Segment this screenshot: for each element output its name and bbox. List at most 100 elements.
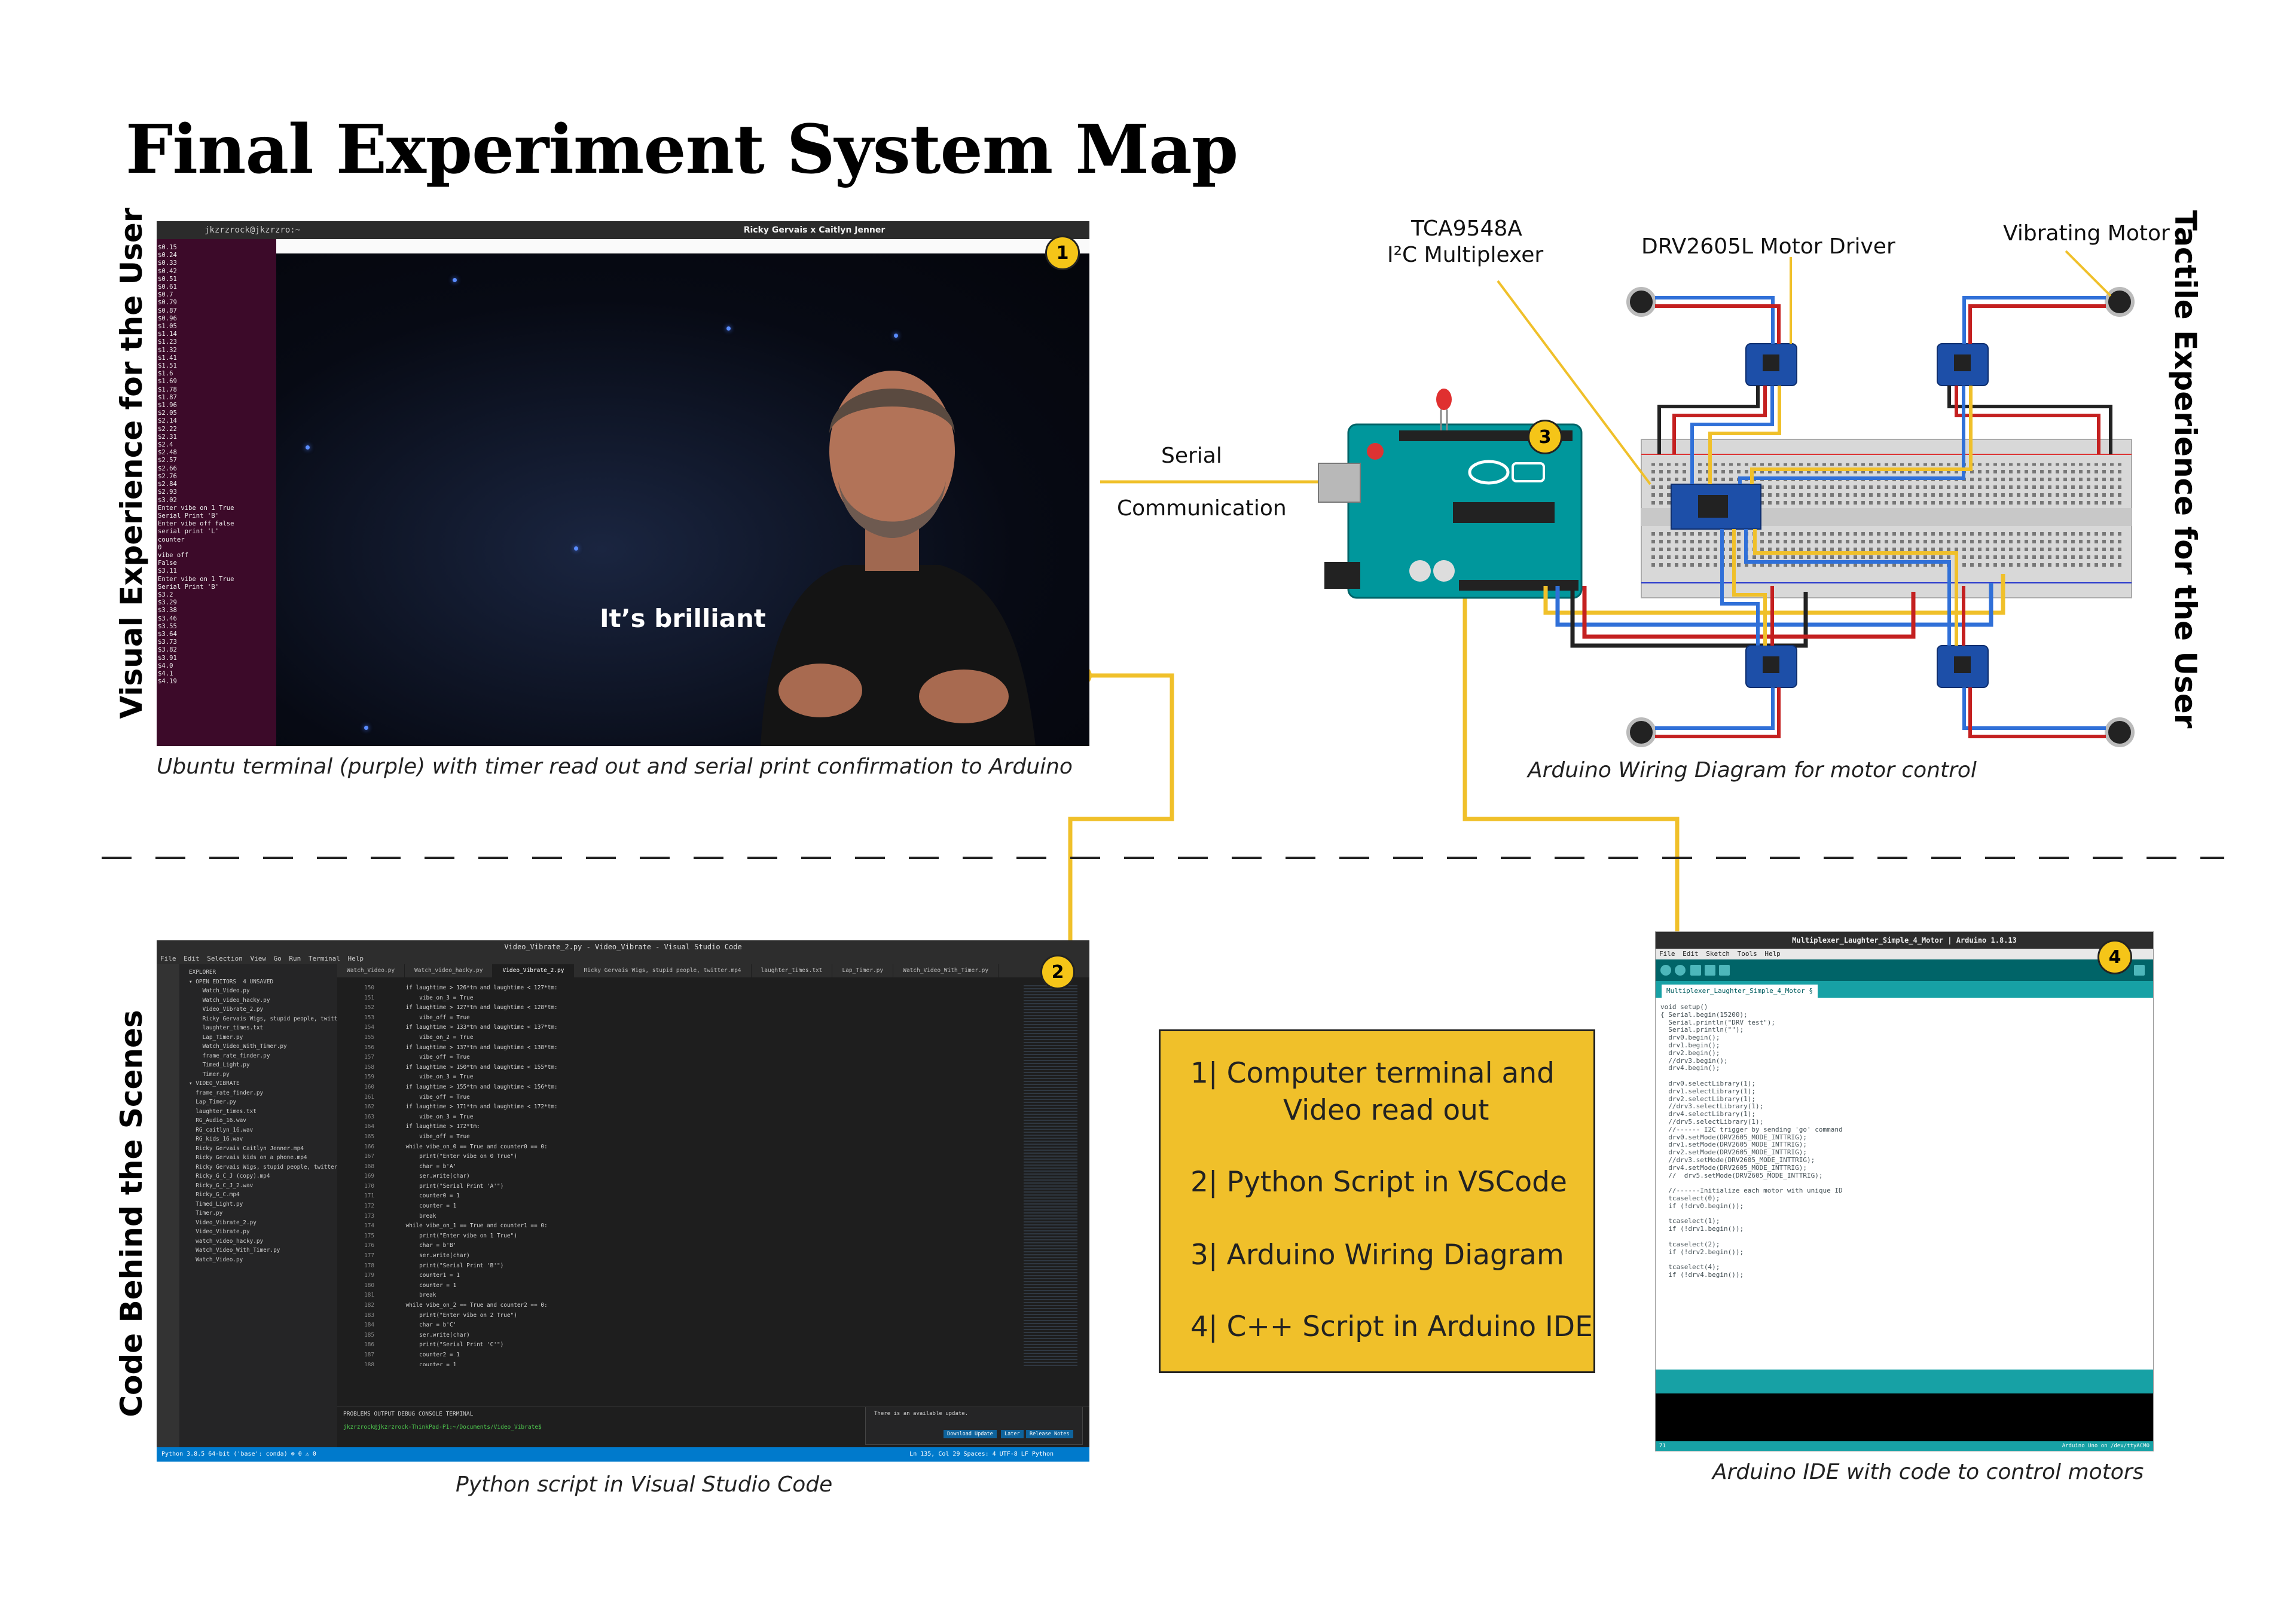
editor-tab[interactable]: Watch_video_hacky.py bbox=[405, 964, 493, 977]
line-number: 169 bbox=[364, 1173, 374, 1180]
code-text: vibe_on_3 = True bbox=[392, 1113, 474, 1120]
code-line[interactable]: 155 vibe_on_2 = True bbox=[337, 1033, 1049, 1043]
page-title: Final Experiment System Map bbox=[126, 111, 1238, 189]
code-line[interactable]: 154 if laughtime > 133*tm and laughtime … bbox=[337, 1023, 1049, 1033]
activity-bar[interactable] bbox=[157, 964, 179, 1447]
editor-tab[interactable]: Lap_Timer.py bbox=[832, 964, 894, 977]
code-line[interactable]: 175 print("Enter vibe on 1 True") bbox=[337, 1231, 1049, 1242]
sketch-tab[interactable]: Multiplexer_Laughter_Simple_4_Motor § bbox=[1662, 985, 1818, 998]
python-code[interactable]: 150 if laughtime > 126*tm and laughtime … bbox=[337, 983, 1049, 1366]
code-line[interactable]: 158 if laughtime > 150*tm and laughtime … bbox=[337, 1063, 1049, 1073]
comedian-figure bbox=[761, 371, 1036, 746]
code-line[interactable]: 156 if laughtime > 137*tm and laughtime … bbox=[337, 1043, 1049, 1053]
download-update-button[interactable]: Download Update bbox=[944, 1430, 997, 1438]
verify-icon[interactable] bbox=[1660, 965, 1671, 976]
code-line[interactable]: 184 char = b'C' bbox=[337, 1321, 1049, 1331]
panel-tabs[interactable]: PROBLEMS OUTPUT DEBUG CONSOLE TERMINAL bbox=[343, 1411, 474, 1417]
release-notes-button[interactable]: Release Notes bbox=[1026, 1430, 1073, 1438]
code-line[interactable]: 168 char = b'A' bbox=[337, 1162, 1049, 1172]
code-text: vibe_on_3 = True bbox=[392, 994, 474, 1001]
code-line[interactable]: 170 print("Serial Print 'A'") bbox=[337, 1182, 1049, 1192]
code-line[interactable]: 171 counter0 = 1 bbox=[337, 1191, 1049, 1202]
code-line[interactable]: 151 vibe_on_3 = True bbox=[337, 994, 1049, 1004]
code-line[interactable]: 150 if laughtime > 126*tm and laughtime … bbox=[337, 983, 1049, 994]
code-line[interactable]: 152 if laughtime > 127*tm and laughtime … bbox=[337, 1003, 1049, 1013]
code-line[interactable]: 187 counter2 = 1 bbox=[337, 1350, 1049, 1361]
code-line[interactable]: 160 if laughtime > 155*tm and laughtime … bbox=[337, 1083, 1049, 1093]
editor-tab[interactable]: Watch_Video_With_Timer.py bbox=[893, 964, 999, 977]
code-text: while vibe_on_1 == True and counter1 == … bbox=[392, 1222, 548, 1230]
save-icon[interactable] bbox=[1719, 965, 1730, 976]
upload-icon[interactable] bbox=[1675, 965, 1686, 976]
later-button[interactable]: Later bbox=[1001, 1430, 1024, 1438]
code-line[interactable]: 182 while vibe_on_2 == True and counter2… bbox=[337, 1301, 1049, 1311]
code-line[interactable]: 169 ser.write(char) bbox=[337, 1172, 1049, 1182]
code-line[interactable]: 164 if laughtime > 172*tm: bbox=[337, 1122, 1049, 1132]
minimap[interactable] bbox=[1024, 983, 1077, 1366]
code-line[interactable]: 162 if laughtime > 171*tm and laughtime … bbox=[337, 1102, 1049, 1112]
wiring-diagram bbox=[1318, 250, 2135, 747]
terminal-video-screenshot: jkzrzrock@jkzrzro:~ Ricky Gervais x Cait… bbox=[157, 221, 1089, 746]
code-line[interactable]: 188 counter = 1 bbox=[337, 1361, 1049, 1366]
code-line[interactable]: 183 print("Enter vibe on 2 True") bbox=[337, 1311, 1049, 1321]
code-text: while vibe_on_0 == True and counter0 == … bbox=[392, 1143, 548, 1150]
code-line[interactable]: 166 while vibe_on_0 == True and counter0… bbox=[337, 1142, 1049, 1153]
video-subtitle: It’s brilliant bbox=[600, 604, 766, 633]
status-right[interactable]: Ln 135, Col 29 Spaces: 4 UTF-8 LF Python bbox=[909, 1451, 1054, 1457]
code-line[interactable]: 153 vibe_off = True bbox=[337, 1013, 1049, 1023]
code-line[interactable]: 181 break bbox=[337, 1291, 1049, 1301]
code-line[interactable]: 172 counter = 1 bbox=[337, 1202, 1049, 1212]
code-line[interactable]: 159 vibe_on_3 = True bbox=[337, 1072, 1049, 1083]
line-number: 188 bbox=[364, 1361, 374, 1366]
stage-light bbox=[574, 546, 578, 551]
code-line[interactable]: 165 vibe_off = True bbox=[337, 1132, 1049, 1142]
serial-monitor-icon[interactable] bbox=[2134, 965, 2145, 976]
code-text: print("Enter vibe on 2 True") bbox=[392, 1312, 517, 1319]
arduino-line-number: 71 bbox=[1659, 1443, 1666, 1449]
code-line[interactable]: 176 char = b'B' bbox=[337, 1241, 1049, 1251]
editor-tab[interactable]: Watch_Video.py bbox=[337, 964, 405, 977]
arduino-code[interactable]: void setup() { Serial.begin(15200); Seri… bbox=[1660, 1003, 1843, 1279]
code-line[interactable]: 157 vibe_off = True bbox=[337, 1053, 1049, 1063]
open-icon[interactable] bbox=[1705, 965, 1715, 976]
explorer-panel[interactable]: EXPLORER ▾ OPEN EDITORS 4 UNSAVED Watch_… bbox=[179, 964, 337, 1447]
badge-2: 2 bbox=[1040, 955, 1075, 989]
line-number: 162 bbox=[364, 1104, 374, 1111]
code-line[interactable]: 180 counter = 1 bbox=[337, 1281, 1049, 1291]
line-number: 163 bbox=[364, 1113, 374, 1120]
code-text: print("Enter vibe on 1 True") bbox=[392, 1232, 517, 1239]
editor-tab[interactable]: Ricky Gervais Wigs, stupid people, twitt… bbox=[574, 964, 752, 977]
terminal-tab[interactable]: jkzrzrock@jkzrzro:~ bbox=[204, 225, 301, 235]
arduino-menu-bar[interactable]: File Edit Sketch Tools Help bbox=[1656, 949, 2153, 959]
code-line[interactable]: 185 ser.write(char) bbox=[337, 1331, 1049, 1341]
code-text: counter = 1 bbox=[392, 1361, 457, 1366]
line-number: 171 bbox=[364, 1193, 374, 1200]
code-line[interactable]: 161 vibe_off = True bbox=[337, 1093, 1049, 1103]
arduino-toolbar bbox=[1656, 959, 2153, 981]
code-line[interactable]: 173 break bbox=[337, 1212, 1049, 1222]
code-line[interactable]: 186 print("Serial Print 'C'") bbox=[337, 1340, 1049, 1350]
code-line[interactable]: 167 print("Enter vibe on 0 True") bbox=[337, 1152, 1049, 1162]
editor-tab[interactable]: laughter_times.txt bbox=[752, 964, 833, 977]
stage-light bbox=[726, 326, 731, 331]
code-text: print("Enter vibe on 0 True") bbox=[392, 1153, 517, 1160]
arduino-console bbox=[1656, 1393, 2153, 1441]
line-number: 187 bbox=[364, 1351, 374, 1358]
editor-tab[interactable]: Video_Vibrate_2.py bbox=[493, 964, 575, 977]
code-line[interactable]: 179 counter1 = 1 bbox=[337, 1271, 1049, 1281]
line-number: 181 bbox=[364, 1292, 374, 1299]
status-left[interactable]: Python 3.8.5 64-bit ('base': conda) ⊗ 0 … bbox=[161, 1451, 316, 1457]
line-number: 157 bbox=[364, 1054, 374, 1061]
line-number: 175 bbox=[364, 1232, 374, 1239]
new-icon[interactable] bbox=[1690, 965, 1701, 976]
code-line[interactable]: 177 ser.write(char) bbox=[337, 1251, 1049, 1261]
vscode-menu-bar[interactable]: File Edit Selection View Go Run Terminal… bbox=[157, 953, 1089, 964]
communication-label: Communication bbox=[1117, 496, 1287, 521]
line-number: 153 bbox=[364, 1014, 374, 1021]
code-line[interactable]: 163 vibe_on_3 = True bbox=[337, 1112, 1049, 1123]
terminal-output: $0.15 $0.24 $0.33 $0.42 $0.51 $0.61 $0.7… bbox=[157, 239, 276, 746]
code-line[interactable]: 174 while vibe_on_1 == True and counter1… bbox=[337, 1221, 1049, 1231]
line-number: 174 bbox=[364, 1222, 374, 1230]
code-line[interactable]: 178 print("Serial Print 'B'") bbox=[337, 1261, 1049, 1271]
